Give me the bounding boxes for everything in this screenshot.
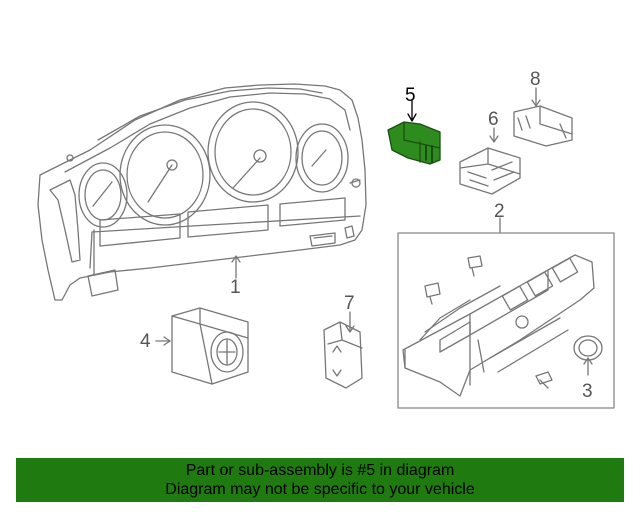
callout-number-8: 8: [530, 69, 541, 90]
switch-part-7[interactable]: [323, 311, 363, 389]
banner-line-2: Diagram may not be specific to your vehi…: [165, 481, 475, 498]
switch-part-5-highlighted[interactable]: [387, 99, 441, 165]
switch-part-4[interactable]: [155, 307, 249, 385]
callout-number-6: 6: [488, 109, 499, 130]
instrument-cluster-part-1[interactable]: [37, 83, 367, 301]
callout-number-3: 3: [582, 381, 593, 402]
callout-number-5: 5: [405, 85, 416, 106]
switch-part-6[interactable]: [459, 127, 521, 195]
callout-number-2: 2: [494, 201, 505, 222]
diagram-notice-banner: Part or sub-assembly is #5 in diagram Di…: [16, 458, 624, 502]
callout-number-7: 7: [344, 293, 355, 314]
switch-part-8[interactable]: [513, 87, 573, 147]
banner-line-1: Part or sub-assembly is #5 in diagram: [185, 462, 455, 479]
climate-control-part-2[interactable]: [397, 217, 615, 409]
knob-part-3[interactable]: [573, 335, 603, 376]
callout-number-4: 4: [140, 331, 151, 352]
callout-number-1: 1: [230, 277, 241, 298]
